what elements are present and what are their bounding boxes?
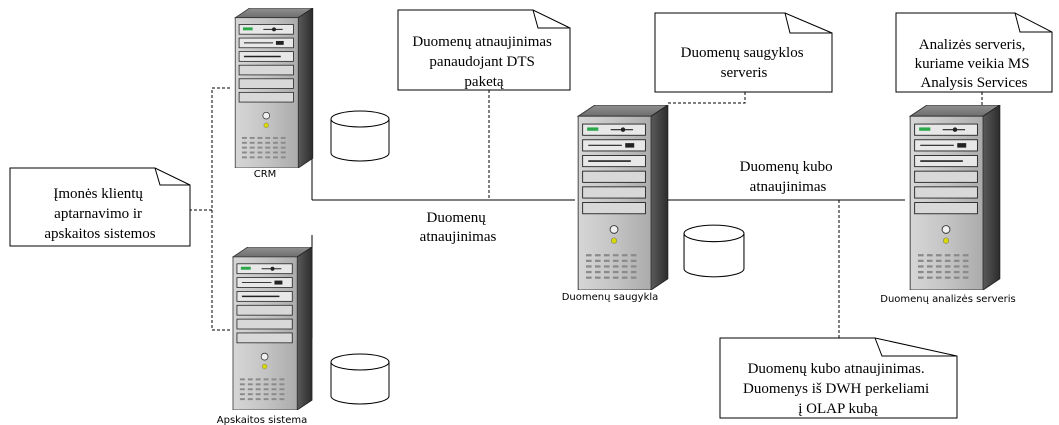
database-dwh xyxy=(683,224,745,278)
label-cube-refresh-line-1: Duomenų kubo xyxy=(740,159,833,175)
note-clients-line-2: aptarnavimo ir xyxy=(54,206,142,222)
note-clients: Įmonės klientų aptarnavimo ir apskaitos … xyxy=(9,167,191,247)
note-analysis-line-1: Analizės serveris, xyxy=(919,37,1026,53)
note-storage-line-1: Duomenų saugyklos xyxy=(681,45,804,61)
database-apskaita xyxy=(330,353,390,405)
note-dts-line-1: Duomenų atnaujinimas xyxy=(412,34,552,50)
note-cube-update: Duomenų kubo atnaujinimas. Duomenys iš D… xyxy=(719,337,958,419)
label-data-update-line-1: Duomenų xyxy=(427,210,487,226)
note-analysis-line-2: kuriame veikia MS xyxy=(915,56,1030,72)
svg-text:Duomenų atnaujinimas pan: Duomenų atnaujinimas panaudojant DTS pak… xyxy=(412,34,555,90)
note-cube-update-line-1: Duomenų kubo atnaujinimas. xyxy=(748,361,925,377)
server-analize: Duomenų analizės serveris xyxy=(880,105,1016,305)
server-analize-caption: Duomenų analizės serveris xyxy=(880,294,1016,305)
server-apskaita-caption: Apskaitos sistema xyxy=(217,415,308,425)
label-cube-refresh: Duomenų kubo atnaujinimas xyxy=(740,159,837,195)
server-saugykla-caption: Duomenų saugykla xyxy=(562,292,659,303)
label-data-update-line-2: atnaujinimas xyxy=(420,229,497,245)
dashed-link-storage xyxy=(668,92,746,104)
note-cube-update-line-2: Duomenys iš DWH perkeliami xyxy=(743,381,929,397)
label-cube-refresh-line-2: atnaujinimas xyxy=(750,179,827,195)
server-apskaita: Apskaitos sistema xyxy=(217,247,313,425)
svg-text:Duomenų saugyklos server: Duomenų saugyklos serveris xyxy=(681,45,808,81)
note-dts-line-2: panaudojant DTS xyxy=(429,54,534,70)
server-saugykla: Duomenų saugykla xyxy=(562,105,669,303)
dashed-callout-lines xyxy=(190,87,983,338)
svg-text:Įmonės klientų aptarnavi: Įmonės klientų aptarnavimo ir apskaitos … xyxy=(44,186,155,242)
note-clients-line-3: apskaitos sistemos xyxy=(44,226,155,242)
database-crm xyxy=(330,110,390,162)
dashed-link-crm xyxy=(190,87,230,211)
note-analysis: Analizės serveris, kuriame veikia MS Ana… xyxy=(895,12,1053,93)
server-crm-caption: CRM xyxy=(254,169,277,180)
note-analysis-line-3: Analysis Services xyxy=(920,75,1027,91)
note-dts: Duomenų atnaujinimas panaudojant DTS pak… xyxy=(397,9,571,91)
note-dts-line-3: paketą xyxy=(464,74,503,90)
label-data-update: Duomenų atnaujinimas xyxy=(420,210,497,245)
server-crm: CRM xyxy=(234,8,314,180)
svg-text:Duomenų kubo atnaujinimas.: Duomenų kubo atnaujinimas. Duomenys iš D… xyxy=(743,361,933,417)
svg-text:Analizės serveris, kuria: Analizės serveris, kuriame veikia MS Ana… xyxy=(915,37,1034,91)
note-clients-line-1: Įmonės klientų xyxy=(53,186,143,202)
dashed-link-apskaita xyxy=(211,210,230,331)
note-cube-update-line-3: į OLAP kubą xyxy=(798,401,878,417)
note-storage: Duomenų saugyklos serveris xyxy=(654,12,833,93)
note-storage-line-2: serveris xyxy=(721,65,768,81)
